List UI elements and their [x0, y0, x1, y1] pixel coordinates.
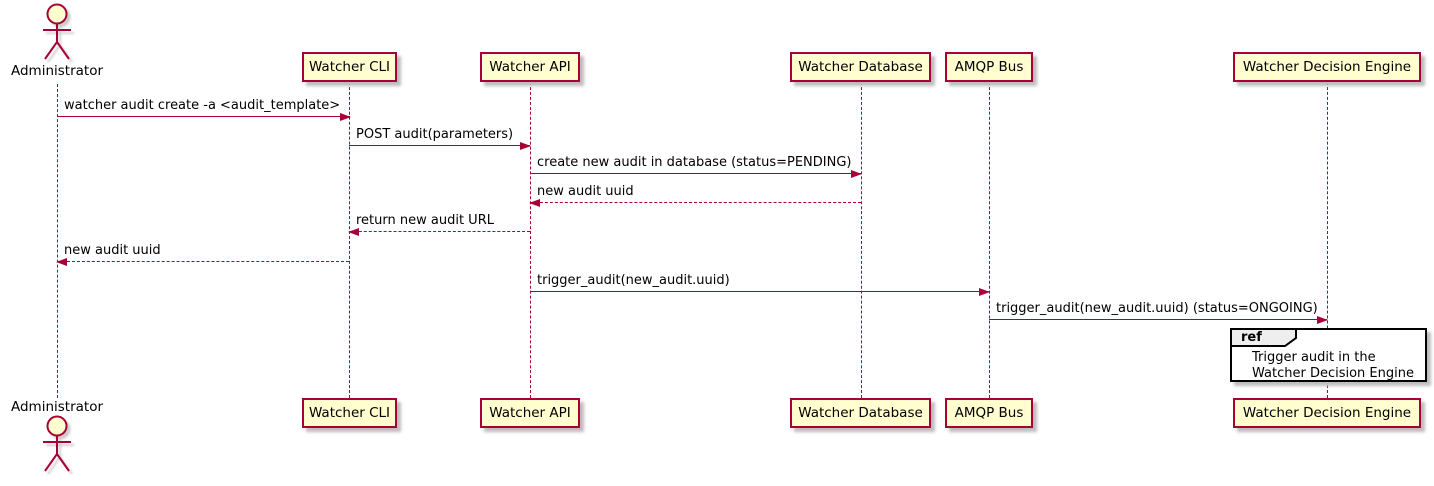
- message-line: [349, 231, 530, 232]
- message-7: trigger_audit(new_audit.uuid): [530, 272, 990, 296]
- participant-box-watcher-decision-engine-bottom: Watcher Decision Engine: [1233, 398, 1421, 428]
- message-label: create new audit in database (status=PEN…: [537, 155, 852, 170]
- participant-label: AMQP Bus: [954, 59, 1024, 75]
- participant-label: Watcher CLI: [308, 405, 391, 421]
- message-line: [349, 145, 530, 146]
- message-2: POST audit(parameters): [349, 126, 531, 150]
- actor-label-top: Administrator: [10, 63, 104, 79]
- ref-fragment: ref Trigger audit in the Watcher Decisio…: [1230, 328, 1427, 382]
- arrowhead-icon: [851, 170, 862, 178]
- message-label: watcher audit create -a <audit_template>: [64, 98, 341, 113]
- message-line: [530, 291, 989, 292]
- message-4: new audit uuid: [529, 183, 861, 207]
- message-label: trigger_audit(new_audit.uuid): [537, 273, 730, 288]
- ref-tag: [1230, 328, 1297, 347]
- participant-box-watcher-cli-top: Watcher CLI: [302, 52, 397, 82]
- actor-label-bottom: Administrator: [10, 399, 104, 415]
- lifeline-watcher-cli: [349, 82, 350, 398]
- message-3: create new audit in database (status=PEN…: [530, 154, 862, 178]
- message-5: return new audit URL: [348, 212, 530, 236]
- participant-box-watcher-database-top: Watcher Database: [790, 52, 931, 82]
- message-line: [57, 116, 350, 117]
- message-line: [989, 319, 1327, 320]
- participant-label: Watcher API: [489, 405, 571, 421]
- participant-box-amqp-bus-top: AMQP Bus: [945, 52, 1033, 82]
- message-line: [530, 173, 861, 174]
- arrowhead-icon: [979, 288, 990, 296]
- arrowhead-icon: [348, 228, 359, 236]
- lifeline-administrator: [57, 84, 58, 398]
- participant-label: Watcher Database: [798, 405, 923, 421]
- arrowhead-icon: [340, 113, 351, 121]
- arrowhead-icon: [1317, 316, 1328, 324]
- participant-box-watcher-api-top: Watcher API: [480, 52, 580, 82]
- message-label: new audit uuid: [537, 184, 634, 199]
- participant-label: Watcher Decision Engine: [1242, 59, 1412, 75]
- participant-label: Watcher API: [489, 59, 571, 75]
- participant-label: Watcher Decision Engine: [1242, 405, 1412, 421]
- lifeline-watcher-api: [530, 82, 531, 398]
- lifeline-watcher-decision-engine: [1327, 82, 1328, 398]
- message-line: [57, 261, 349, 262]
- message-label: POST audit(parameters): [356, 127, 514, 142]
- participant-box-amqp-bus-bottom: AMQP Bus: [945, 398, 1033, 428]
- lifeline-amqp-bus: [989, 82, 990, 398]
- actor-icon: [43, 415, 71, 472]
- message-6: new audit uuid: [56, 242, 349, 266]
- message-label: trigger_audit(new_audit.uuid) (status=ON…: [996, 301, 1318, 316]
- message-line: [530, 202, 861, 203]
- actor-icon: [43, 3, 71, 60]
- lifeline-watcher-database: [861, 82, 862, 398]
- arrowhead-icon: [520, 142, 531, 150]
- participant-label: AMQP Bus: [954, 405, 1024, 421]
- message-1: watcher audit create -a <audit_template>: [57, 97, 351, 121]
- participant-box-watcher-database-bottom: Watcher Database: [790, 398, 931, 428]
- ref-text-line: Trigger audit in the: [1252, 350, 1376, 365]
- participant-label: Watcher Database: [798, 59, 923, 75]
- ref-text-line: Watcher Decision Engine: [1252, 366, 1414, 381]
- arrowhead-icon: [529, 199, 540, 207]
- message-8: trigger_audit(new_audit.uuid) (status=ON…: [989, 300, 1328, 324]
- participant-label: Watcher CLI: [308, 59, 391, 75]
- message-label: return new audit URL: [356, 213, 494, 228]
- ref-keyword: ref: [1241, 330, 1262, 345]
- participant-box-watcher-decision-engine-top: Watcher Decision Engine: [1233, 52, 1421, 82]
- participant-box-watcher-api-bottom: Watcher API: [480, 398, 580, 428]
- arrowhead-icon: [56, 258, 67, 266]
- participant-box-watcher-cli-bottom: Watcher CLI: [302, 398, 397, 428]
- message-label: new audit uuid: [64, 243, 161, 258]
